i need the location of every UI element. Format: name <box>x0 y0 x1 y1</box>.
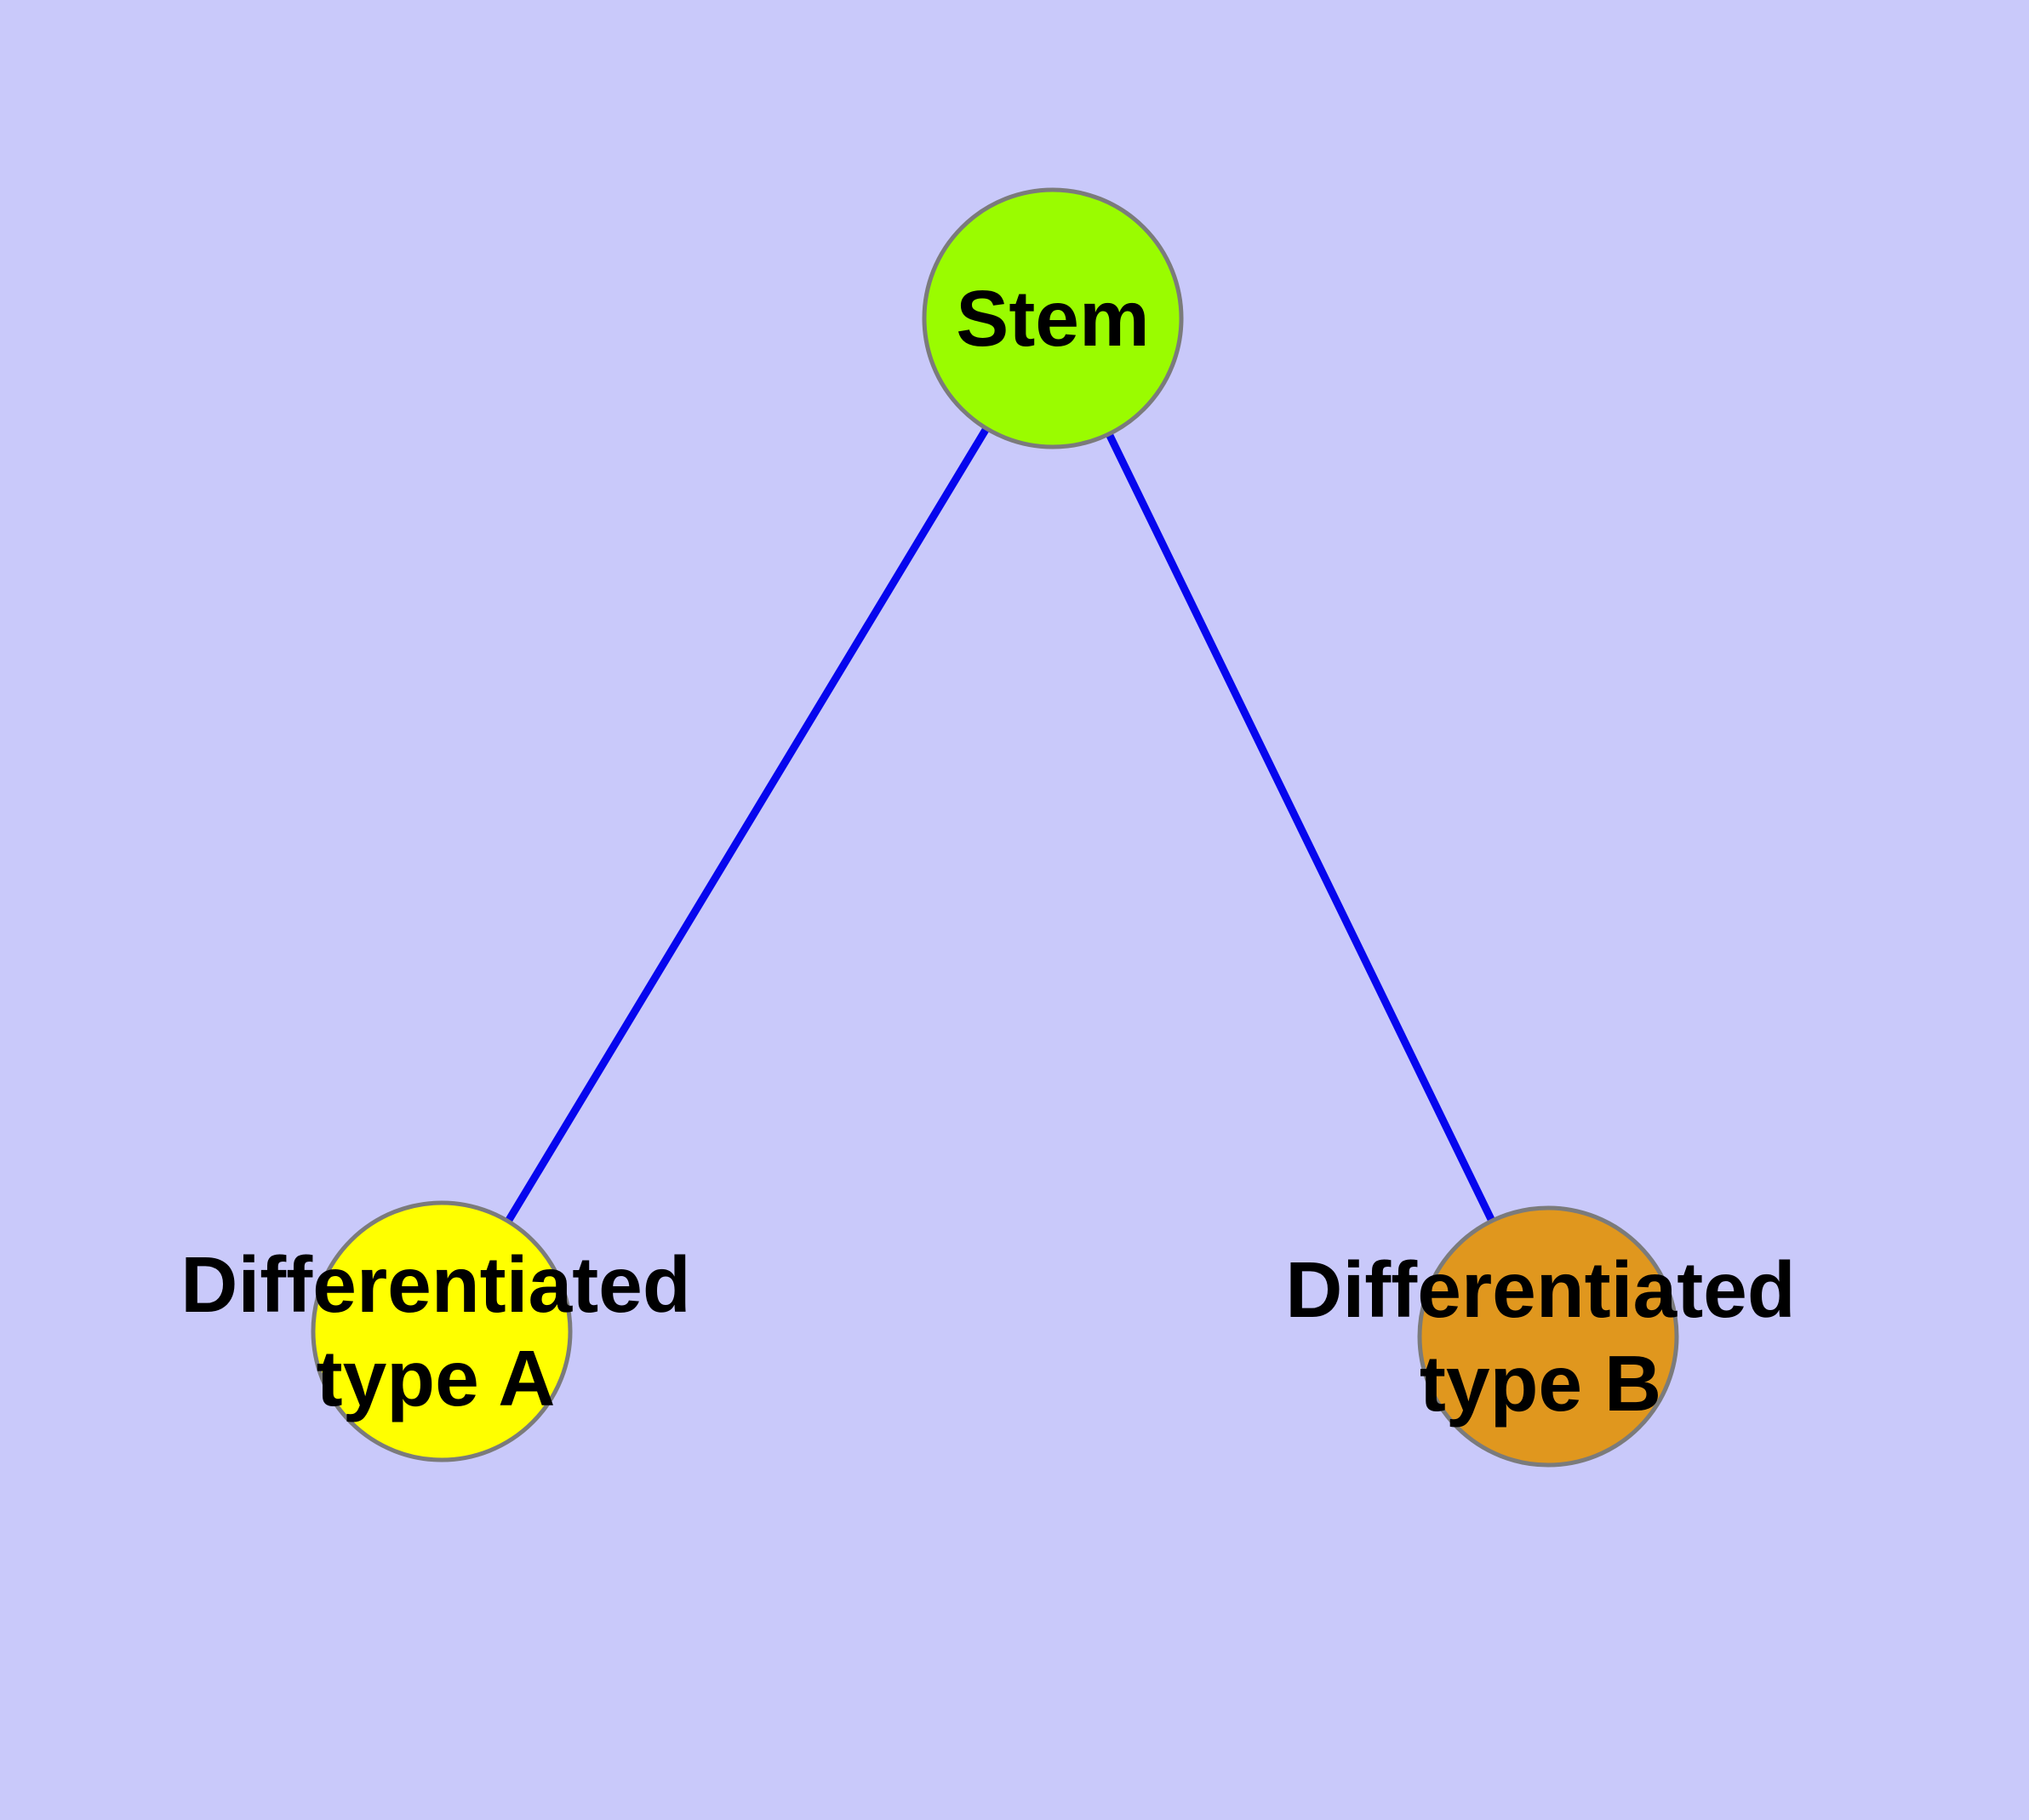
edge-stem-type-b <box>1049 317 1552 1338</box>
node-type-b-label: Differentiated type B <box>1285 1243 1795 1430</box>
node-type-a-label-line2: type A <box>316 1334 556 1422</box>
node-type-a-label-line1: Differentiated <box>180 1240 691 1329</box>
node-type-a <box>311 1200 573 1462</box>
edge-stem-type-a <box>438 316 1056 1334</box>
node-type-b-label-line1: Differentiated <box>1285 1245 1796 1334</box>
node-stem <box>922 187 1184 449</box>
node-stem-label: Stem <box>956 274 1150 363</box>
node-type-a-label: Differentiated type A <box>180 1238 690 1425</box>
node-type-b <box>1417 1205 1679 1468</box>
node-type-b-label-line2: type B <box>1419 1339 1662 1428</box>
